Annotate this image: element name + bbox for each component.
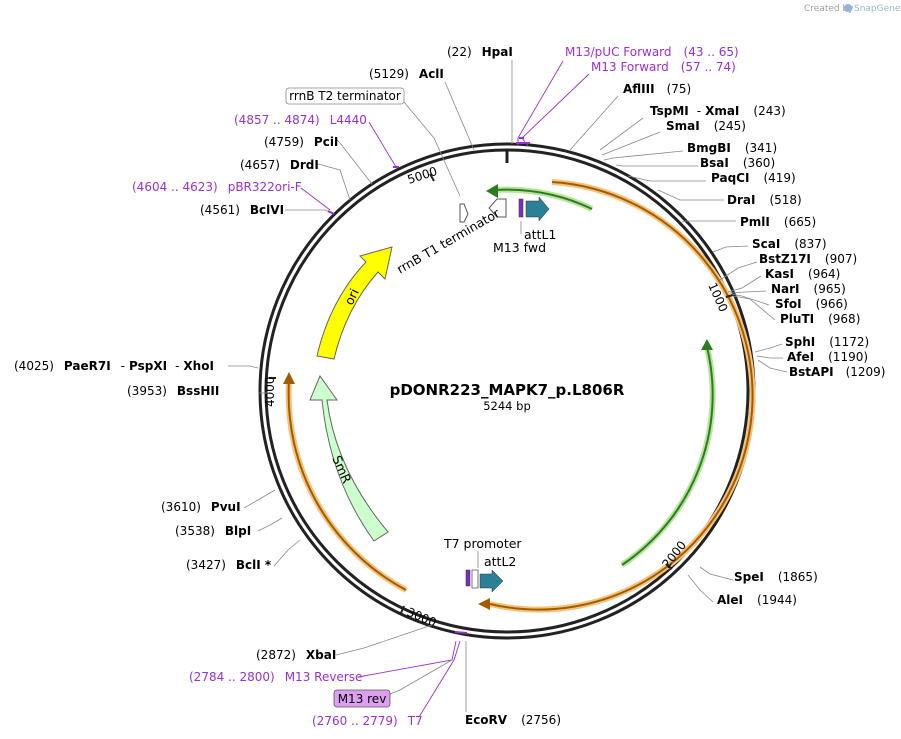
site-acli: (5129)AclI — [369, 67, 444, 81]
t7-promoter-site — [465, 569, 471, 587]
site-pmli: PmlI(665) — [740, 215, 816, 229]
site-smai: SmaI(245) — [666, 119, 746, 133]
site-pcii: (4759)PciI — [264, 135, 338, 149]
smr-label: SmR — [329, 453, 355, 486]
site-bmgbi: BmgBI(341) — [687, 141, 777, 155]
orf-arc-right — [489, 181, 754, 611]
t7-promoter-shape — [471, 569, 479, 589]
site-bstz17i: BstZ17I(907) — [759, 252, 857, 266]
site-tspmi-xmai: TspMI-XmaI(243) — [650, 104, 786, 118]
site-afliii: AflIII(75) — [623, 82, 691, 96]
site-sphi: SphI(1172) — [785, 335, 869, 349]
m13-rev-label: M13 rev — [338, 692, 387, 706]
m13fwd-label: M13 fwd — [493, 240, 546, 255]
feature-leaders — [389, 101, 461, 695]
site-sfoi: SfoI(966) — [775, 297, 848, 311]
insert-arrow-right — [621, 346, 714, 566]
orf-arc-left — [287, 380, 407, 591]
site-leaders — [228, 60, 788, 712]
site-blpi: (3538)BlpI — [175, 524, 251, 538]
attl1-feature — [525, 196, 550, 222]
rrnb-t1-terminator-shape — [488, 198, 507, 218]
rrnb-t2-terminator-label: rrnB T2 terminator — [289, 89, 401, 103]
t7promoter-label: T7 promoter — [443, 536, 522, 551]
ori-feature — [316, 246, 393, 360]
t2-terminator-shape — [459, 203, 469, 223]
site-scai: ScaI(837) — [752, 237, 827, 251]
site-alei: AleI(1944) — [717, 593, 797, 607]
site-xbai: (2872)XbaI — [256, 648, 336, 662]
primer-m13-reverse: (2784 .. 2800)M13 Reverse — [189, 670, 362, 684]
site-paer7i-pspxi-xhoi: (4025)PaeR7I-PspXI-XhoI — [14, 359, 214, 373]
primer-t7: (2760 .. 2779)T7 — [312, 714, 423, 728]
site-ecorv: EcoRV(2756) — [465, 713, 561, 727]
site-bcli: (3427)BclI * — [186, 558, 272, 572]
site-pvui: (3610)PvuI — [161, 500, 241, 514]
site-bsai: BsaI(360) — [700, 156, 775, 170]
primer-pbr322ori-f: (4604 .. 4623)pBR322ori-F — [132, 180, 302, 194]
rrnb-t1-label: rrnB T1 terminator — [394, 205, 503, 277]
tick-1000 — [725, 294, 734, 298]
attl2-feature — [479, 569, 504, 593]
site-nari: NarI(965) — [771, 282, 846, 296]
snapgene-logo-icon — [844, 4, 852, 12]
plasmid-size: 5244 bp — [483, 399, 531, 413]
pbr322ori-mark — [327, 210, 335, 215]
rrnb-t2-terminator-box — [285, 87, 405, 105]
tick-label-4000: 4000 — [263, 376, 277, 407]
tick-3000 — [400, 605, 405, 614]
orf-arrowhead-right — [478, 598, 490, 610]
tick-2000 — [665, 563, 673, 570]
primer-m13-puc-forward: M13/pUC Forward(43 .. 65) — [565, 45, 739, 59]
m13-rev-box — [333, 689, 391, 708]
insert-arrow-right-halo — [620, 346, 716, 568]
m13-reverse-mark — [454, 631, 468, 634]
credit-brand: SnapGene — [854, 4, 901, 14]
primer-m13-forward: M13 Forward(57 .. 74) — [591, 60, 736, 74]
site-paqci: PaqCI(419) — [711, 171, 796, 185]
orf-arrowhead-left — [283, 372, 295, 384]
site-bclvi: (4561)BclVI — [200, 203, 284, 217]
credit-text: Created by — [804, 4, 854, 14]
primer-l4440: (4857 .. 4874)L4440 — [234, 113, 367, 127]
insert-arrowhead-top — [486, 184, 498, 198]
smr-feature — [309, 374, 389, 542]
site-spei: SpeI(1865) — [734, 570, 818, 584]
site-afei: AfeI(1190) — [787, 350, 868, 364]
site-kasi: KasI(964) — [765, 267, 840, 281]
ori-label: ori — [341, 286, 362, 307]
tick-label-3000: 3000 — [405, 605, 439, 630]
insert-arrow-top — [494, 188, 593, 210]
site-bsshii: (3953)BssHII — [127, 384, 219, 398]
m13fwd-primer-site — [518, 198, 524, 218]
site-drdi: (4657)DrdI — [240, 158, 319, 172]
site-hpai: (22)HpaI — [447, 45, 513, 59]
attl2-label: attL2 — [484, 554, 516, 569]
site-drai: DraI(518) — [727, 193, 802, 207]
tick-label-5000: 5000 — [406, 164, 439, 187]
attl1-label: attL1 — [524, 227, 556, 242]
plasmid-name: pDONR223_MAPK7_p.L806R — [390, 381, 625, 399]
site-pluti: PluTI(968) — [780, 312, 860, 326]
site-bstapi: BstAPI(1209) — [789, 365, 885, 379]
insert-arrowhead-right — [701, 339, 713, 350]
tick-5000 — [429, 173, 435, 182]
